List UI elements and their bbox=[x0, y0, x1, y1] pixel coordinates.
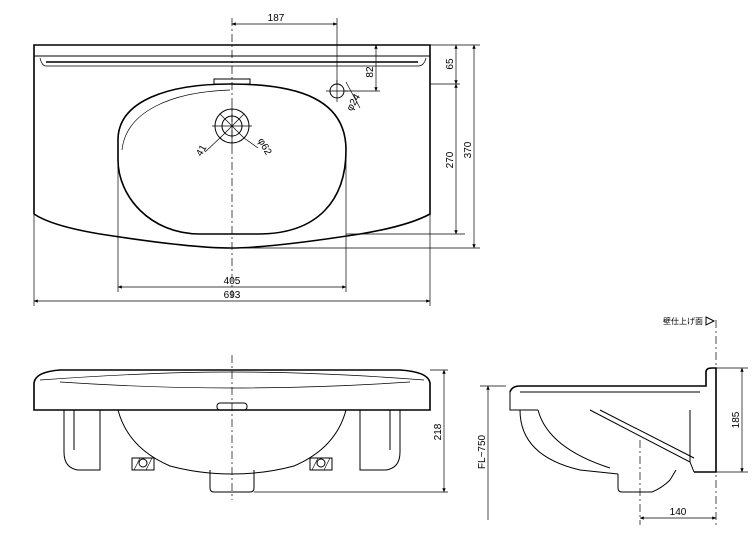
dim-62: φ62 bbox=[255, 136, 274, 157]
dim-370: 370 bbox=[463, 141, 474, 158]
dim-82: 82 bbox=[365, 66, 376, 78]
dim-218: 218 bbox=[433, 423, 444, 440]
dim-floor-level: FL~750 bbox=[477, 434, 488, 469]
wall-finish-marker: 壁仕上げ面 bbox=[663, 316, 716, 326]
dim-693: 693 bbox=[224, 290, 241, 301]
dim-140: 140 bbox=[670, 507, 687, 518]
dim-65: 65 bbox=[445, 58, 456, 70]
dim-41: 41 bbox=[194, 143, 209, 159]
side-view: 壁仕上げ面 185 140 bbox=[509, 316, 748, 525]
dim-185: 185 bbox=[731, 411, 742, 428]
dim-270: 270 bbox=[445, 151, 456, 168]
mounting-bracket-right bbox=[309, 457, 333, 471]
front-view: 218 FL~750 bbox=[33, 355, 506, 520]
wall-finish-label: 壁仕上げ面 bbox=[663, 316, 703, 326]
dim-405: 405 bbox=[224, 276, 241, 287]
mounting-bracket-left bbox=[131, 457, 155, 471]
dim-hole-dia: φ24 bbox=[345, 92, 364, 113]
plan-view: 187 82 φ24 41 φ62 65 270 370 405 693 bbox=[33, 13, 480, 306]
dim-187: 187 bbox=[268, 13, 285, 24]
